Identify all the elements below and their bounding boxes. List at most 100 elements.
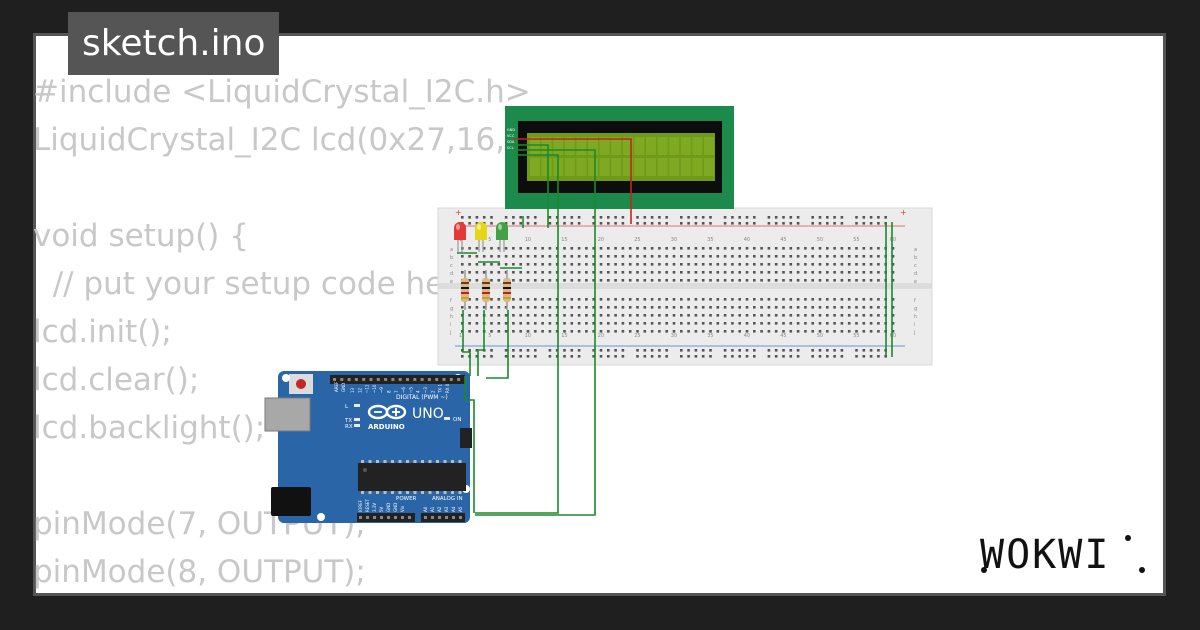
breadboard-hole (760, 247, 763, 250)
resistor-2[interactable] (482, 270, 490, 310)
column-number: 35 (707, 237, 713, 243)
breadboard-hole (490, 355, 493, 358)
breadboard-hole (490, 216, 493, 219)
breadboard-hole (709, 222, 712, 225)
resistor-1[interactable] (461, 270, 469, 310)
breadboard-hole (665, 279, 668, 282)
breadboard-hole (650, 306, 654, 309)
breadboard-hole (680, 306, 683, 309)
breadboard-hole (628, 298, 632, 301)
breadboard-hole (490, 279, 493, 282)
breadboard-hole (570, 263, 574, 266)
header-pin (387, 516, 390, 519)
lcd-cell (657, 158, 668, 176)
breadboard-hole (541, 279, 544, 282)
breadboard-hole (577, 298, 581, 301)
breadboard-hole (665, 222, 668, 225)
breadboard-hole (694, 222, 698, 225)
breadboard-hole (701, 330, 705, 333)
breadboard-hole (526, 314, 530, 317)
breadboard-hole (534, 271, 537, 274)
breadboard-hole (687, 255, 690, 258)
breadboard-hole (519, 247, 522, 250)
analog-pin-label: A4 (451, 506, 456, 512)
breadboard-hole (818, 271, 822, 274)
breadboard-hole (526, 349, 530, 352)
breadboard-hole (563, 222, 566, 225)
breadboard-hole (753, 247, 756, 250)
breadboard-hole (869, 263, 873, 266)
breadboard-hole (512, 314, 515, 317)
breadboard-hole (869, 314, 873, 317)
breadboard-hole (709, 349, 712, 352)
breadboard-hole (658, 330, 661, 333)
breadboard-hole (869, 216, 873, 219)
breadboard-hole (826, 355, 829, 358)
breadboard-hole (716, 298, 720, 301)
chip-legs (361, 460, 462, 494)
breadboard-hole (796, 255, 800, 258)
breadboard-hole (891, 279, 895, 282)
row-letter: d (914, 271, 917, 277)
breadboard-hole (767, 355, 771, 358)
breadboard-hole (782, 222, 785, 225)
breadboard-hole (826, 306, 829, 309)
lcd-cell (657, 137, 668, 155)
header-pin (369, 378, 373, 381)
breadboard-hole (687, 298, 690, 301)
breadboard-hole (738, 255, 741, 258)
breadboard-hole (847, 322, 851, 325)
breadboard-hole (628, 330, 632, 333)
breadboard-hole (891, 263, 895, 266)
breadboard-hole (526, 306, 530, 309)
breadboard-hole (658, 279, 661, 282)
breadboard-hole (782, 322, 785, 325)
breadboard-hole (789, 255, 793, 258)
reset-button-cap[interactable] (296, 379, 306, 389)
breadboard-hole (804, 271, 807, 274)
lcd-cell (599, 158, 610, 176)
breadboard-hole (482, 247, 486, 250)
breadboard-hole (563, 298, 566, 301)
breadboard-hole (709, 355, 712, 358)
file-tab[interactable]: sketch.ino (68, 12, 280, 75)
led-yellow[interactable] (475, 222, 487, 252)
breadboard-hole (512, 247, 515, 250)
breadboard-hole (826, 298, 829, 301)
breadboard-hole (636, 216, 639, 219)
breadboard-hole (855, 306, 858, 309)
breadboard-hole (782, 298, 785, 301)
breadboard-hole (738, 330, 741, 333)
breadboard-hole (774, 330, 778, 333)
breadboard-hole (475, 349, 479, 352)
breadboard-hole (636, 330, 639, 333)
breadboard-hole (789, 263, 793, 266)
breadboard-hole (745, 330, 749, 333)
breadboard-hole (577, 314, 581, 317)
breadboard-hole (760, 298, 763, 301)
digital-pin-label: 2 (430, 390, 435, 393)
breadboard-hole (519, 216, 522, 219)
breadboard-hole (628, 247, 632, 250)
breadboard-hole (782, 355, 785, 358)
breadboard-hole (731, 298, 734, 301)
breadboard-hole (767, 322, 771, 325)
breadboard-hole (519, 263, 522, 266)
breadboard-hole (577, 330, 581, 333)
breadboard-hole (650, 355, 654, 358)
breadboard-hole (461, 306, 464, 309)
breadboard-hole (694, 349, 698, 352)
led-green[interactable] (496, 222, 508, 252)
breadboard-hole (796, 330, 800, 333)
breadboard-hole (701, 263, 705, 266)
breadboard-hole (833, 279, 836, 282)
breadboard-hole (811, 263, 814, 266)
breadboard-hole (607, 314, 610, 317)
breadboard-hole (475, 279, 479, 282)
analog-pin-label: A3 (444, 506, 449, 512)
resistor-3[interactable] (503, 270, 511, 310)
breadboard-hole (504, 322, 508, 325)
led-red[interactable] (454, 222, 466, 252)
breadboard-hole (826, 222, 829, 225)
